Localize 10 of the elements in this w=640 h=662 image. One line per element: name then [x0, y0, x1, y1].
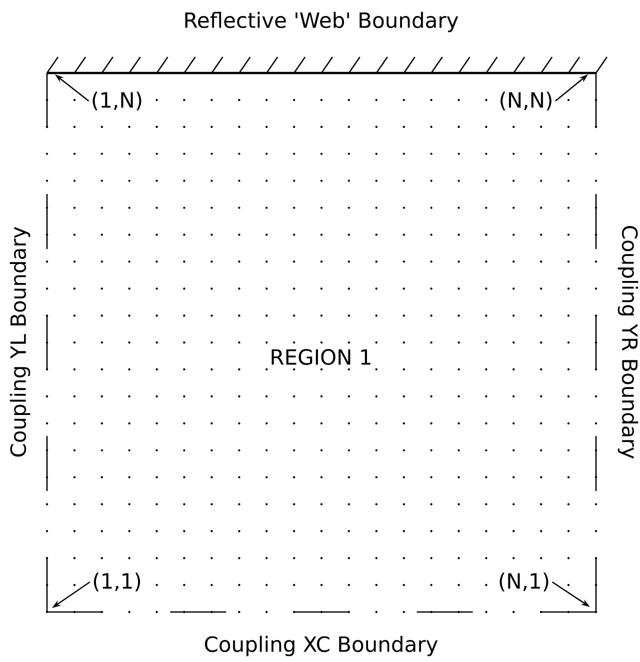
- bottom-label: Coupling XC Boundary: [202, 634, 440, 658]
- side-label: Coupling YL Boundary: [8, 224, 32, 460]
- side-label: Coupling YR Boundary: [616, 222, 640, 462]
- region-label: REGION 1: [268, 347, 374, 367]
- corner-label: (N,N): [496, 90, 556, 112]
- corner-label: (1,1): [90, 570, 144, 594]
- corner-label: (N,1): [496, 570, 552, 594]
- corner-label: (1,N): [88, 90, 146, 112]
- reflective-boundary-drawing: [46, 56, 608, 74]
- top-label: Reflective 'Web' Boundary: [181, 10, 461, 34]
